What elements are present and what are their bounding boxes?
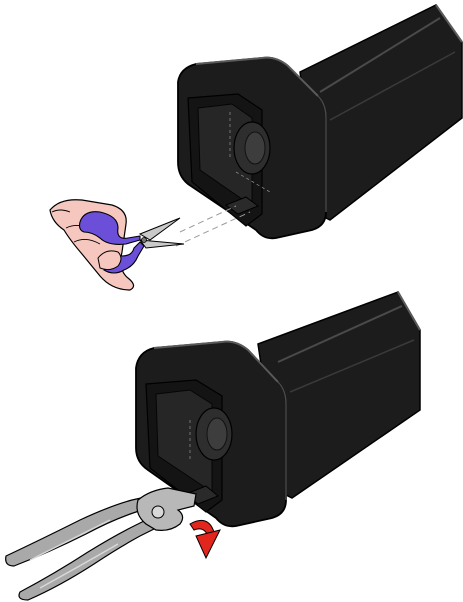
- pliers: [6, 488, 196, 600]
- pliers-pivot: [152, 506, 164, 518]
- rotation-arrow-icon: [190, 520, 220, 558]
- step-1-group: [50, 5, 462, 290]
- step-2-group: [6, 292, 420, 600]
- pliers-jaw: [137, 488, 196, 530]
- housing-top: [178, 5, 462, 238]
- scissor-blade-upper: [140, 218, 180, 240]
